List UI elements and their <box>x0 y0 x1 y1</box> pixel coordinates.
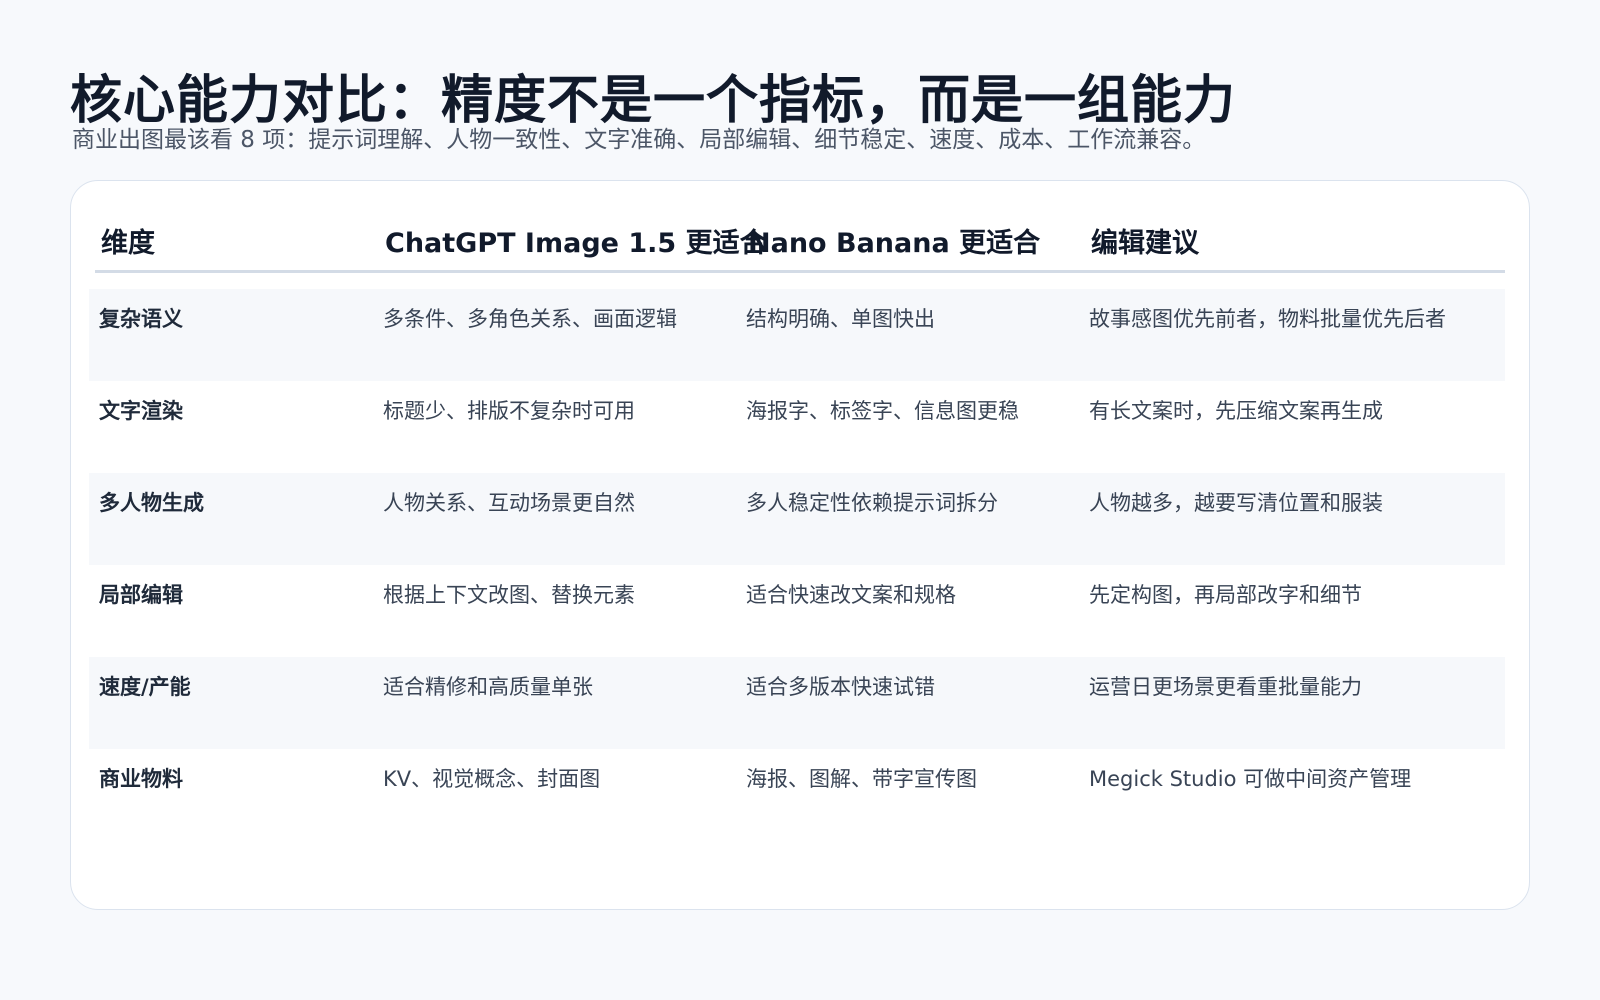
chatgpt-cell: 人物关系、互动场景更自然 <box>383 491 635 515</box>
header-nano-banana: Nano Banana 更适合 <box>748 228 1041 259</box>
table-row: 多人物生成 人物关系、互动场景更自然 多人稳定性依赖提示词拆分 人物越多，越要写… <box>89 473 1505 565</box>
dimension-cell: 速度/产能 <box>99 675 191 699</box>
dimension-cell: 文字渲染 <box>99 399 183 423</box>
page-title: 核心能力对比：精度不是一个指标，而是一组能力 <box>70 71 1237 131</box>
nano-banana-cell: 多人稳定性依赖提示词拆分 <box>746 491 998 515</box>
advice-cell: 故事感图优先前者，物料批量优先后者 <box>1089 307 1446 331</box>
nano-banana-cell: 海报、图解、带字宣传图 <box>746 767 977 791</box>
header-edit-advice: 编辑建议 <box>1091 228 1199 259</box>
table-row: 文字渲染 标题少、排版不复杂时可用 海报字、标签字、信息图更稳 有长文案时，先压… <box>89 381 1505 473</box>
advice-cell: 人物越多，越要写清位置和服装 <box>1089 491 1383 515</box>
nano-banana-cell: 适合快速改文案和规格 <box>746 583 956 607</box>
table-body: 复杂语义 多条件、多角色关系、画面逻辑 结构明确、单图快出 故事感图优先前者，物… <box>89 289 1505 841</box>
advice-cell: 运营日更场景更看重批量能力 <box>1089 675 1362 699</box>
chatgpt-cell: 根据上下文改图、替换元素 <box>383 583 635 607</box>
table-row: 局部编辑 根据上下文改图、替换元素 适合快速改文案和规格 先定构图，再局部改字和… <box>89 565 1505 657</box>
dimension-cell: 复杂语义 <box>99 307 183 331</box>
table-row: 复杂语义 多条件、多角色关系、画面逻辑 结构明确、单图快出 故事感图优先前者，物… <box>89 289 1505 381</box>
advice-cell: Megick Studio 可做中间资产管理 <box>1089 767 1412 791</box>
page-subtitle: 商业出图最该看 8 项：提示词理解、人物一致性、文字准确、局部编辑、细节稳定、速… <box>72 127 1206 153</box>
dimension-cell: 多人物生成 <box>99 491 204 515</box>
advice-cell: 有长文案时，先压缩文案再生成 <box>1089 399 1383 423</box>
chatgpt-cell: 多条件、多角色关系、画面逻辑 <box>383 307 677 331</box>
header-dimension: 维度 <box>101 228 155 259</box>
table-row: 速度/产能 适合精修和高质量单张 适合多版本快速试错 运营日更场景更看重批量能力 <box>89 657 1505 749</box>
chatgpt-cell: 标题少、排版不复杂时可用 <box>383 399 635 423</box>
chatgpt-cell: 适合精修和高质量单张 <box>383 675 593 699</box>
header-chatgpt: ChatGPT Image 1.5 更适合 <box>385 228 767 259</box>
nano-banana-cell: 结构明确、单图快出 <box>746 307 935 331</box>
comparison-card: 维度 ChatGPT Image 1.5 更适合 Nano Banana 更适合… <box>70 180 1530 910</box>
chatgpt-cell: KV、视觉概念、封面图 <box>383 767 601 791</box>
dimension-cell: 商业物料 <box>99 767 183 791</box>
table-row: 商业物料 KV、视觉概念、封面图 海报、图解、带字宣传图 Megick Stud… <box>89 749 1505 841</box>
dimension-cell: 局部编辑 <box>99 583 183 607</box>
nano-banana-cell: 海报字、标签字、信息图更稳 <box>746 399 1019 423</box>
nano-banana-cell: 适合多版本快速试错 <box>746 675 935 699</box>
advice-cell: 先定构图，再局部改字和细节 <box>1089 583 1362 607</box>
table-header: 维度 ChatGPT Image 1.5 更适合 Nano Banana 更适合… <box>95 221 1505 273</box>
